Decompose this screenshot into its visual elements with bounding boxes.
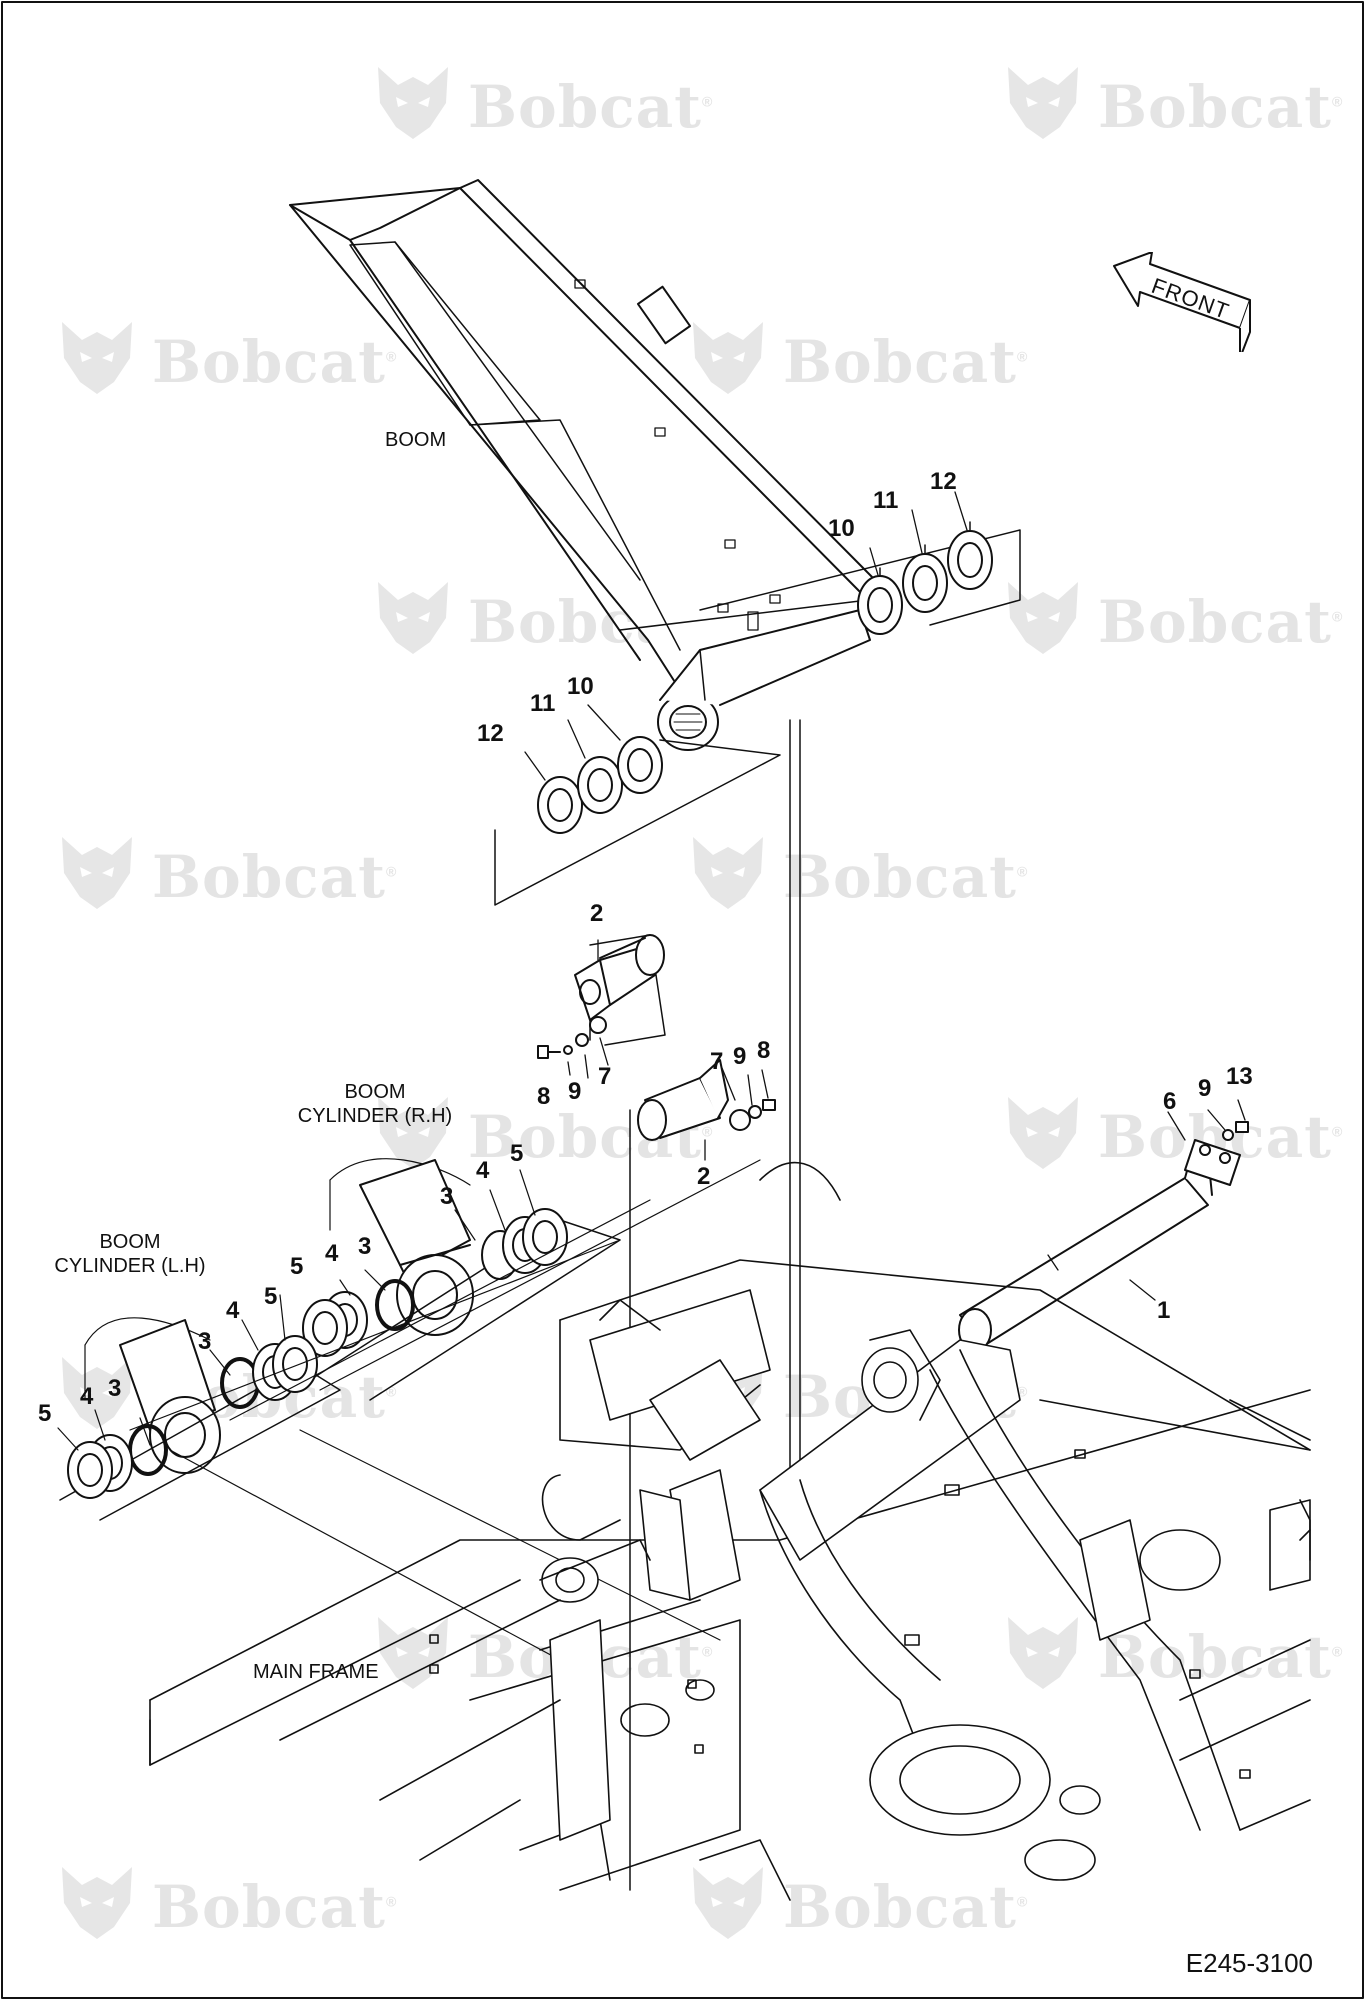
callout-4: 4 — [476, 1157, 490, 1184]
callout-2: 2 — [590, 900, 604, 927]
callout-9: 9 — [733, 1043, 747, 1070]
main-frame — [149, 1161, 1311, 1901]
callout-3: 3 — [440, 1183, 454, 1210]
boom-arm — [289, 179, 881, 751]
callout-5: 5 — [290, 1253, 304, 1280]
washer-panel-top-right — [699, 491, 1021, 635]
pin-2-upper — [537, 934, 666, 1079]
leader-lines — [57, 1169, 536, 1451]
bobcat-head-icon — [62, 837, 132, 909]
callout-1: 1 — [1157, 1297, 1171, 1324]
bobcat-head-icon — [378, 1097, 448, 1169]
callout-7: 7 — [598, 1063, 612, 1090]
callout-5: 5 — [38, 1400, 52, 1427]
main-frame-label: MAIN FRAME — [253, 1661, 379, 1683]
boom-cylinder-rh-label: BOOM CYLINDER (R.H) — [297, 1081, 453, 1127]
watermark: Bobcat® — [683, 310, 1027, 400]
callout-2: 2 — [697, 1163, 711, 1190]
callout-12: 12 — [477, 720, 504, 747]
callout-6: 6 — [1163, 1088, 1177, 1115]
bobcat-head-icon — [693, 322, 763, 394]
callout-10: 10 — [828, 515, 855, 542]
callout-8: 8 — [537, 1083, 551, 1110]
bobcat-head-icon — [378, 582, 448, 654]
boom-label: BOOM — [385, 429, 447, 451]
watermark: Bobcat® — [52, 310, 396, 400]
watermark: Bobcat® — [52, 1855, 396, 1945]
callout-9: 9 — [568, 1078, 582, 1105]
bobcat-head-icon — [62, 1357, 132, 1429]
callout-4: 4 — [80, 1383, 94, 1410]
watermark: Bobcat® — [683, 1855, 1027, 1945]
bobcat-head-icon — [378, 67, 448, 139]
callout-8: 8 — [757, 1037, 771, 1064]
bobcat-head-icon — [62, 322, 132, 394]
boom-cylinder-lh — [59, 1159, 761, 1661]
watermark: Bobcat® — [368, 55, 712, 145]
main-pin-1 — [958, 1099, 1249, 1352]
bobcat-head-icon — [1008, 1617, 1078, 1689]
bobcat-head-icon — [693, 837, 763, 909]
bobcat-head-icon — [1008, 67, 1078, 139]
callout-3: 3 — [358, 1233, 372, 1260]
bobcat-head-icon — [62, 1867, 132, 1939]
callout-9: 9 — [1198, 1075, 1212, 1102]
watermark: Bobcat® — [998, 1605, 1342, 1695]
bobcat-head-icon — [1008, 1097, 1078, 1169]
bobcat-head-icon — [1008, 582, 1078, 654]
callout-4: 4 — [226, 1297, 240, 1324]
callout-5: 5 — [264, 1283, 278, 1310]
watermark: Bobcat® — [998, 570, 1342, 660]
watermark: Bobcat® — [52, 825, 396, 915]
callout-4: 4 — [325, 1240, 339, 1267]
watermark: Bobcat® — [998, 55, 1342, 145]
callout-10: 10 — [567, 673, 594, 700]
washer-panel-top-left — [494, 704, 801, 1501]
front-indicator: FRONT — [1112, 252, 1252, 352]
callout-13: 13 — [1226, 1063, 1253, 1090]
front-arrow-icon — [1113, 252, 1251, 352]
watermark: Bobcat® — [683, 825, 1027, 915]
callout-3: 3 — [198, 1328, 212, 1355]
boom-cylinder-lh-label: BOOM CYLINDER (L.H) — [54, 1231, 206, 1277]
callout-7: 7 — [710, 1048, 724, 1075]
callout-11: 11 — [873, 487, 899, 514]
callout-5: 5 — [510, 1140, 524, 1167]
callout-3: 3 — [108, 1375, 122, 1402]
boom-cylinder-rh — [302, 1158, 621, 1401]
callout-11: 11 — [530, 690, 556, 717]
bobcat-head-icon — [693, 1867, 763, 1939]
drawing-code: E245-3100 — [1185, 1948, 1313, 1978]
callout-12: 12 — [930, 468, 957, 495]
pin-2-lower — [629, 1059, 776, 1891]
